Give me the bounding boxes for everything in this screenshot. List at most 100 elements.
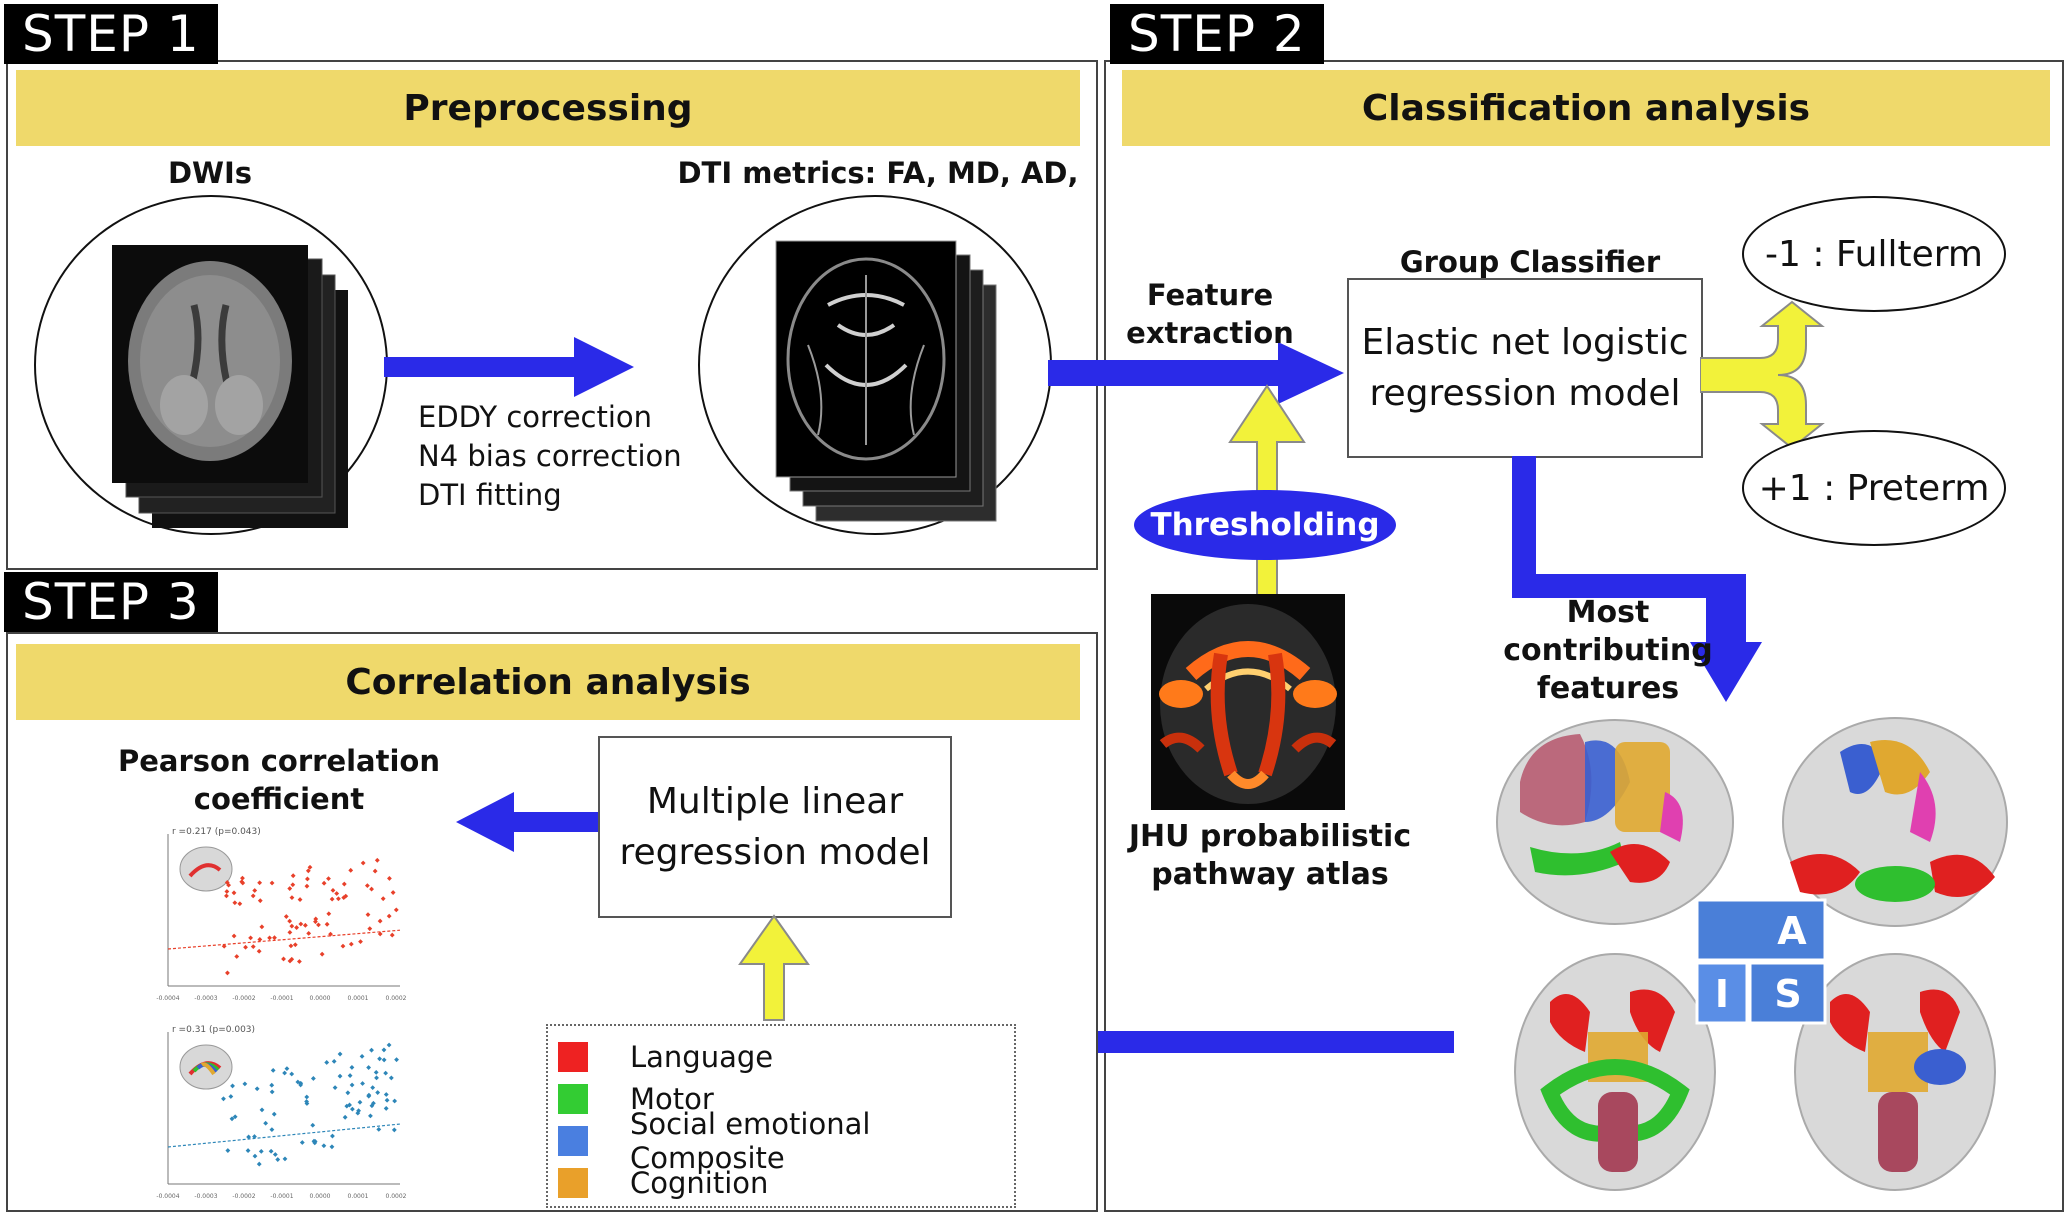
classifier-output-fork-arrow xyxy=(1700,300,1825,450)
legend-item-social-emotional: Social emotional Composite xyxy=(558,1107,1014,1175)
legend-to-regression-arrow xyxy=(738,914,810,1021)
scatter-point xyxy=(349,1065,355,1070)
scatter-point xyxy=(383,1106,389,1111)
fullterm-output: -1 : Fullterm xyxy=(1742,196,2006,312)
scatter-point xyxy=(298,921,304,927)
scatter-point xyxy=(349,1106,355,1112)
scatter-point xyxy=(336,896,341,902)
scatter-point xyxy=(269,1082,275,1088)
scatter-point xyxy=(259,1107,265,1113)
scatter-point xyxy=(304,1094,310,1100)
dwis-label: DWIs xyxy=(167,156,253,190)
legend-swatch xyxy=(558,1042,588,1072)
step3-tag: STEP 3 xyxy=(4,572,218,632)
jhu-atlas-label: JHU probabilistic pathway atlas xyxy=(1128,819,1412,892)
scatter-point xyxy=(290,882,296,888)
scatter-point xyxy=(275,1157,281,1162)
scatter-point xyxy=(250,893,256,899)
scatter-point xyxy=(367,926,373,932)
scatter-point xyxy=(268,1148,274,1154)
scatter-point xyxy=(296,959,302,964)
x-tick-label: 0.0000 xyxy=(310,1193,331,1200)
dwi-image-circle xyxy=(34,195,388,535)
scatter-point xyxy=(272,1152,278,1157)
x-tick-label: -0.0002 xyxy=(232,995,255,1002)
scatter-point xyxy=(375,1090,381,1095)
scatter-point xyxy=(324,921,330,927)
legend-swatch xyxy=(558,1126,588,1156)
regression-to-pearson-arrow xyxy=(456,792,608,852)
scatter-point xyxy=(329,896,335,902)
most-contributing-label: Most contributing features xyxy=(1503,595,1713,706)
x-tick-label: 0.0000 xyxy=(310,995,331,1002)
scatter-point xyxy=(394,1057,399,1063)
scatter-point xyxy=(366,1065,372,1070)
scatter-point xyxy=(269,1089,275,1095)
scatter-point xyxy=(288,943,294,949)
scatter-point xyxy=(334,891,340,896)
feature-extraction-arrow xyxy=(1048,342,1344,404)
scatter-point xyxy=(289,923,295,929)
scatter-point xyxy=(271,1111,277,1117)
orientation-a: A xyxy=(1777,909,1807,953)
processing-step-n4: N4 bias correction xyxy=(418,439,682,473)
scatter-point xyxy=(231,890,237,896)
scatter-point xyxy=(380,896,386,902)
scatter-point xyxy=(245,1148,251,1153)
scatter-point xyxy=(388,1075,394,1081)
scatter-point xyxy=(365,912,371,918)
scatter-point xyxy=(326,876,331,882)
scatter-point xyxy=(381,1057,387,1063)
contributing-features-brains: A I S xyxy=(1496,717,2008,1191)
scatter-point xyxy=(270,1067,276,1073)
processing-step-eddy: EDDY correction xyxy=(418,400,653,434)
step3-panel xyxy=(6,632,1098,1212)
scatter-point xyxy=(225,970,230,976)
scatter-point xyxy=(272,935,277,941)
classification-banner: Classification analysis xyxy=(1122,70,2050,146)
legend-swatch xyxy=(558,1084,588,1114)
orientation-s: S xyxy=(1774,972,1801,1016)
scatter-point xyxy=(369,1047,374,1053)
scatter-point xyxy=(297,897,303,902)
scatter-point xyxy=(324,1060,330,1065)
scatter-point xyxy=(231,933,237,939)
x-tick-label: 0.0001 xyxy=(348,995,369,1002)
scatter-point xyxy=(310,1076,316,1081)
scatter-point xyxy=(282,1070,288,1076)
scatter-point xyxy=(234,954,240,959)
scatter-point xyxy=(384,1097,390,1103)
x-tick-label: 0.0001 xyxy=(348,1193,369,1200)
scatter-point xyxy=(248,935,254,941)
tract-mark xyxy=(188,863,222,878)
x-tick-label: -0.0001 xyxy=(270,1193,293,1200)
preterm-output: +1 : Preterm xyxy=(1742,430,2006,546)
scatter-point xyxy=(257,898,263,904)
scatter-point xyxy=(383,1092,389,1097)
scatter-point xyxy=(393,907,399,913)
brain-inset xyxy=(179,846,233,892)
legend-item-cognition: Cognition xyxy=(558,1162,1014,1204)
preprocessing-banner: Preprocessing xyxy=(16,70,1080,146)
scatter-point xyxy=(284,1066,290,1072)
scatter-point xyxy=(267,935,272,941)
dwi-image-stack xyxy=(112,245,348,528)
scatter-point xyxy=(391,1127,397,1133)
scatter-point xyxy=(326,911,332,917)
scatter-point xyxy=(281,956,286,962)
scatter-point xyxy=(269,1127,275,1133)
x-tick-label: -0.0004 xyxy=(156,995,179,1002)
processing-step-dti-fitting: DTI fitting xyxy=(418,478,562,512)
scatter-plot-social: r =0.31 (p=0.003)-0.0004-0.0003-0.0002-0… xyxy=(156,1025,406,1200)
scatter-point xyxy=(377,1056,382,1062)
pearson-label: Pearson correlation coefficient xyxy=(118,744,440,816)
scatter-point xyxy=(332,1085,338,1091)
scatter-point xyxy=(228,1094,234,1099)
scatter-point xyxy=(337,1051,343,1057)
regression-line xyxy=(167,1123,401,1148)
scatter-point xyxy=(252,888,258,893)
scatter-point xyxy=(256,1161,262,1167)
elastic-net-model-box: Elastic net logistic regression model xyxy=(1347,278,1703,458)
scatter-point xyxy=(372,868,378,874)
scatter-point xyxy=(392,1098,398,1104)
